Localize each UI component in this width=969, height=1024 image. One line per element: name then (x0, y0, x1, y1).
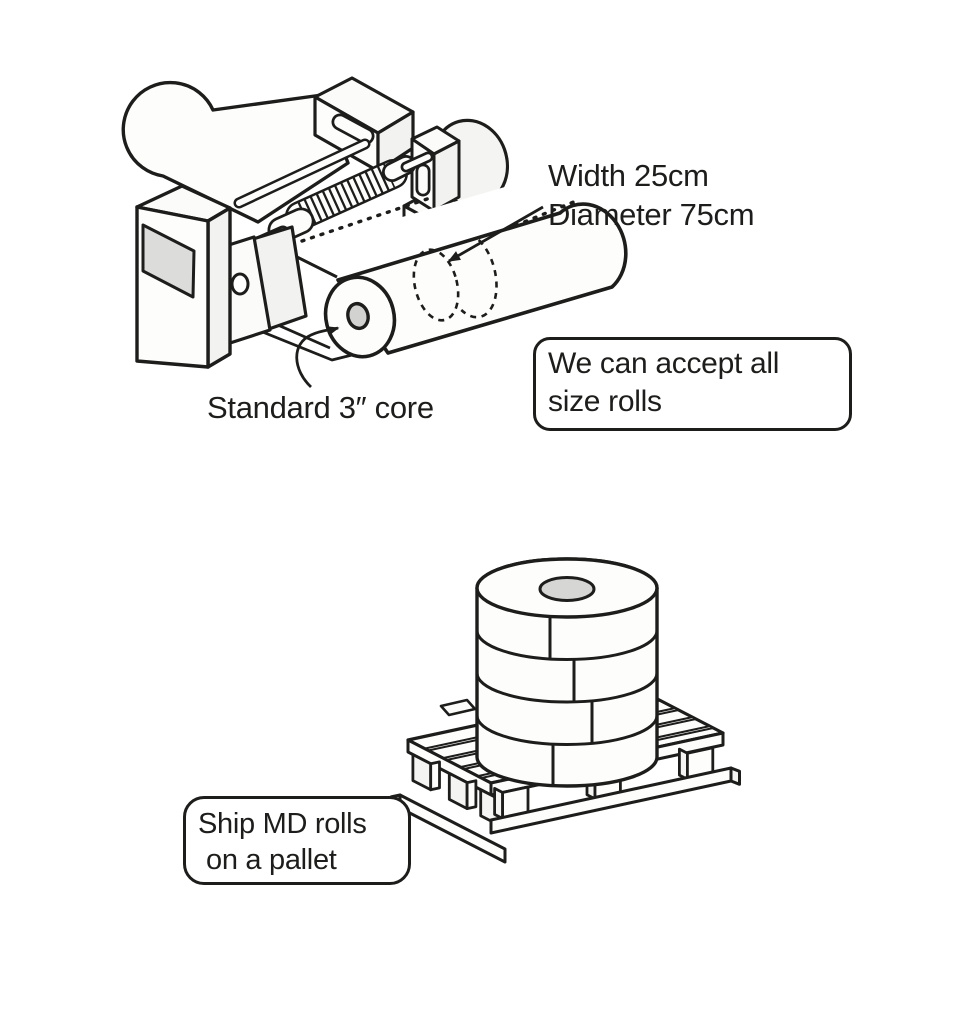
dimension-label: Width 25cm Diameter 75cm (548, 156, 755, 234)
ship-pallet-note: Ship MD rolls on a pallet (183, 796, 411, 885)
core-label: Standard 3″ core (207, 390, 434, 425)
head-block (313, 76, 415, 173)
web-edge (290, 252, 338, 279)
unwind-cylinder (121, 80, 350, 224)
roll-stack (475, 557, 659, 788)
core-curved-arrow (295, 326, 340, 389)
control-console (135, 184, 232, 369)
finished-roll (323, 202, 628, 359)
ship-note-line2: on a pallet (206, 844, 337, 876)
accept-note-line1: We can accept all (548, 347, 780, 380)
accept-rolls-note: We can accept all size rolls (533, 337, 852, 431)
stringer-end-tab (439, 698, 477, 717)
machine-illustration (121, 76, 628, 389)
dimension-leader-arrow (447, 205, 544, 263)
console-screen (141, 223, 196, 299)
web-sheet (300, 172, 606, 290)
diameter-label: Diameter 75cm (548, 197, 755, 232)
guide-rod (233, 138, 371, 209)
stack-core (538, 576, 596, 602)
accept-note-line2: size rolls (548, 385, 662, 418)
ship-note-line1: Ship MD rolls (198, 808, 367, 840)
pallet-illustration (389, 557, 741, 864)
roll-core (346, 301, 370, 331)
web-dashed-lines (300, 195, 578, 243)
width-label: Width 25cm (548, 158, 709, 193)
